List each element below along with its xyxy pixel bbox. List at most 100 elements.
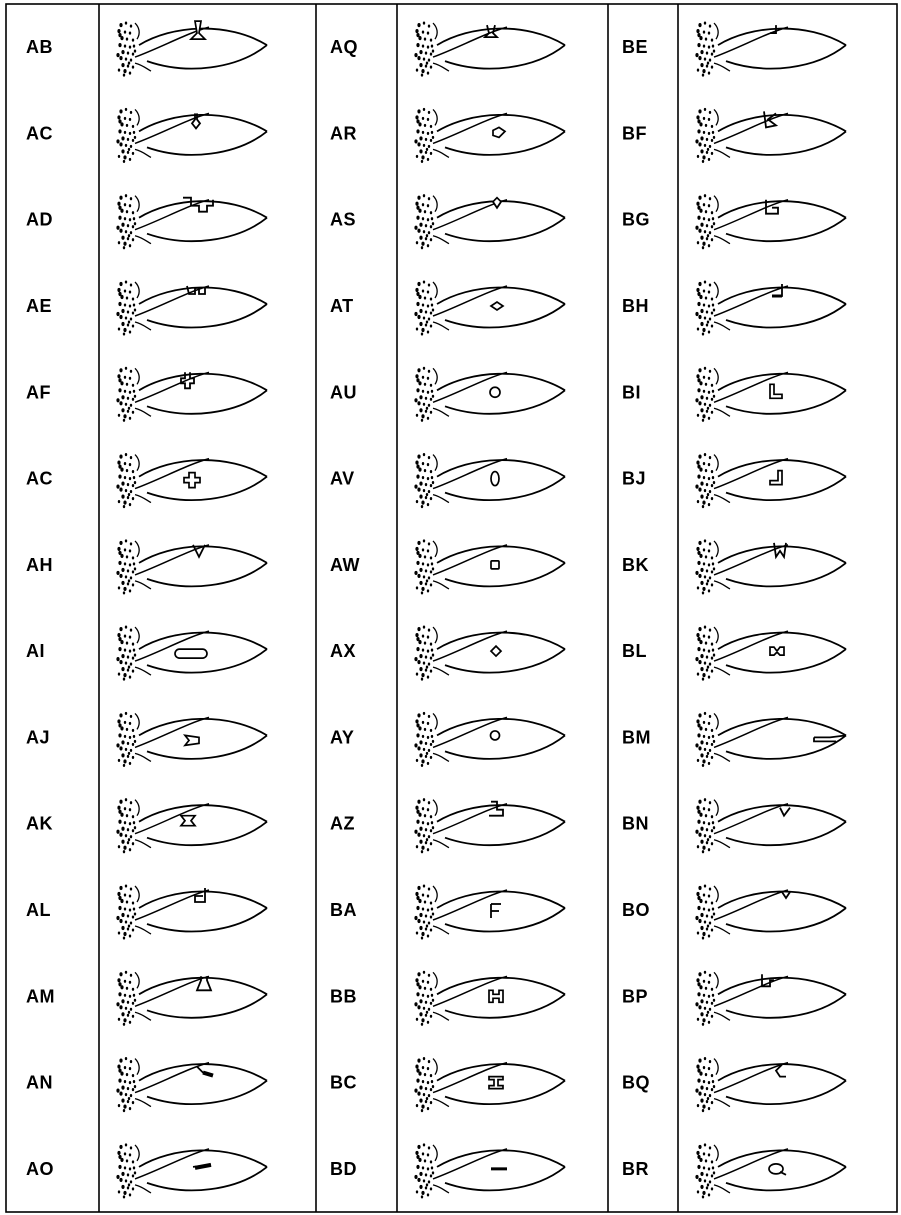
mark-code-label: BA (330, 900, 357, 920)
ear-icon (116, 453, 268, 509)
c-notch-icon (774, 1063, 786, 1078)
v-notch-low-icon (779, 807, 791, 818)
ear-mark-row: BJ (622, 453, 847, 509)
tip-cut-icon (813, 734, 847, 743)
ear-icon (695, 539, 847, 595)
mark-code-label: BL (622, 641, 647, 661)
diamond-hole-flat-icon (489, 300, 505, 312)
ear-icon (695, 453, 847, 509)
ear-icon (414, 625, 566, 681)
mark-code-label: BH (622, 296, 649, 316)
keyhole-notch-icon (190, 113, 202, 130)
mark-code-label: AM (26, 986, 55, 1006)
wide-square-notch-icon (183, 196, 214, 213)
ear-icon (695, 107, 847, 163)
diamond-hole-icon (489, 644, 503, 658)
ear-icon (116, 21, 268, 77)
ear-icon (116, 280, 268, 336)
mark-code-label: AY (330, 727, 354, 747)
ear-icon (414, 280, 566, 336)
mark-code-label: AK (26, 814, 53, 834)
mark-code-label: AT (330, 296, 354, 316)
mark-code-label: AV (330, 469, 355, 489)
mark-code-label: AE (26, 296, 52, 316)
ear-icon (695, 711, 847, 767)
ear-icon (695, 1057, 847, 1113)
round-hole-icon (489, 730, 501, 741)
ear-mark-row: AC (26, 107, 268, 163)
i-hole-icon (488, 1075, 504, 1090)
ear-icon (695, 366, 847, 422)
table-cells: ABACADAEAFACAHAIAJAKALAMANAOAQARASATAUAV… (26, 20, 847, 1199)
double-notch-icon (186, 285, 206, 295)
ear-mark-row: BD (330, 1143, 566, 1199)
ear-mark-row: AV (330, 453, 566, 509)
bowtie-hole-icon (182, 734, 200, 747)
cross-notch-icon (180, 372, 195, 390)
ear-icon (695, 194, 847, 250)
ear-mark-row: BH (622, 280, 847, 336)
v-notch-icon (192, 544, 206, 559)
ear-mark-row: AD (26, 194, 268, 250)
ear-icon (414, 107, 566, 163)
ear-icon (116, 1143, 268, 1199)
ear-mark-row: BR (622, 1143, 847, 1199)
mark-code-label: AZ (330, 814, 355, 834)
ear-mark-row: BF (622, 107, 847, 163)
mark-code-label: AL (26, 900, 51, 920)
ear-icon (116, 711, 268, 767)
mark-code-label: AC (26, 123, 53, 143)
ear-icon (695, 970, 847, 1026)
mark-code-label: BE (622, 37, 648, 57)
mark-code-label: AD (26, 210, 53, 230)
ear-icon (414, 194, 566, 250)
ear-icon (414, 711, 566, 767)
ear-icon (695, 1143, 847, 1199)
mark-code-label: AR (330, 123, 357, 143)
diamond-notch-icon (491, 196, 503, 210)
ear-mark-row: AE (26, 280, 268, 336)
step-notch-icon (489, 800, 504, 817)
ear-mark-row: BP (622, 970, 847, 1026)
ear-mark-row: AX (330, 625, 566, 681)
ear-mark-row: AO (26, 1143, 268, 1199)
mark-code-label: BF (622, 123, 647, 143)
ear-mark-row: AF (26, 366, 268, 422)
ear-icon (414, 21, 566, 77)
mark-code-label: AJ (26, 727, 50, 747)
h-hole-icon (488, 989, 504, 1004)
hook-notch-icon (194, 888, 206, 903)
ear-mark-row: BB (330, 970, 566, 1026)
small-notch-icon (781, 891, 791, 900)
heart-hole-icon (492, 126, 507, 139)
ear-mark-row: AJ (26, 711, 268, 767)
mark-code-label: BD (330, 1159, 357, 1179)
mark-code-label: BJ (622, 469, 646, 489)
mark-code-label: BN (622, 814, 649, 834)
mark-code-label: AF (26, 382, 51, 402)
mark-code-label: BK (622, 555, 649, 575)
g-notch-icon (765, 199, 779, 215)
ear-mark-row: AN (26, 1057, 268, 1113)
ear-icon (695, 625, 847, 681)
mark-code-label: BB (330, 986, 357, 1006)
teardrop-notch-icon (482, 24, 500, 38)
k-notch-icon (763, 111, 779, 129)
slant-cut-lower-icon (192, 1162, 212, 1170)
mark-code-label: AO (26, 1159, 54, 1179)
ear-mark-row: BO (622, 884, 847, 940)
slant-cut-icon (196, 1065, 214, 1078)
ear-icon (116, 194, 268, 250)
ear-mark-row: AB (26, 20, 268, 77)
mark-code-label: AB (26, 37, 53, 57)
ear-mark-row: BE (622, 21, 847, 77)
ear-icon (695, 21, 847, 77)
ear-mark-row: BA (330, 884, 566, 940)
ear-icon (414, 970, 566, 1026)
ear-icon (695, 884, 847, 940)
ear-icon (414, 1057, 566, 1113)
ear-mark-row: AQ (330, 21, 566, 77)
flared-notch-icon (188, 20, 208, 40)
hourglass-hole-icon (179, 814, 197, 827)
